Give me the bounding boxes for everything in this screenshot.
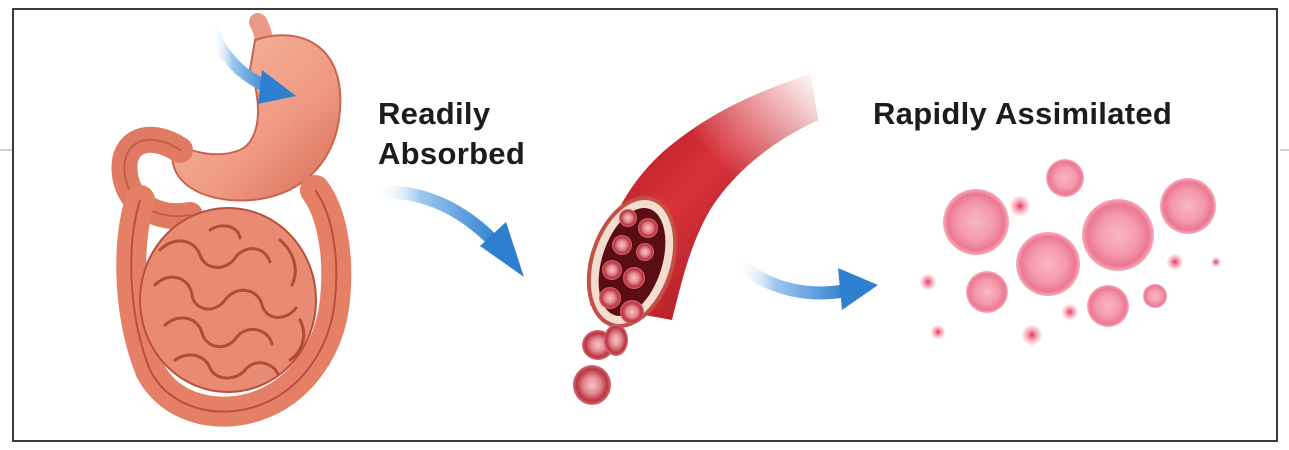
digestive-system-illustration [124,22,340,412]
label-readily: Readily [378,94,490,134]
assimilated-cells-illustration [920,159,1221,345]
arrow-assimilated [736,262,878,310]
label-absorbed: Absorbed [378,134,525,174]
blood-vessel-illustration [573,75,818,405]
spilling-red-cells [573,324,628,405]
label-rapidly-assimilated: Rapidly Assimilated [873,94,1172,134]
arrow-absorbed [378,192,524,277]
